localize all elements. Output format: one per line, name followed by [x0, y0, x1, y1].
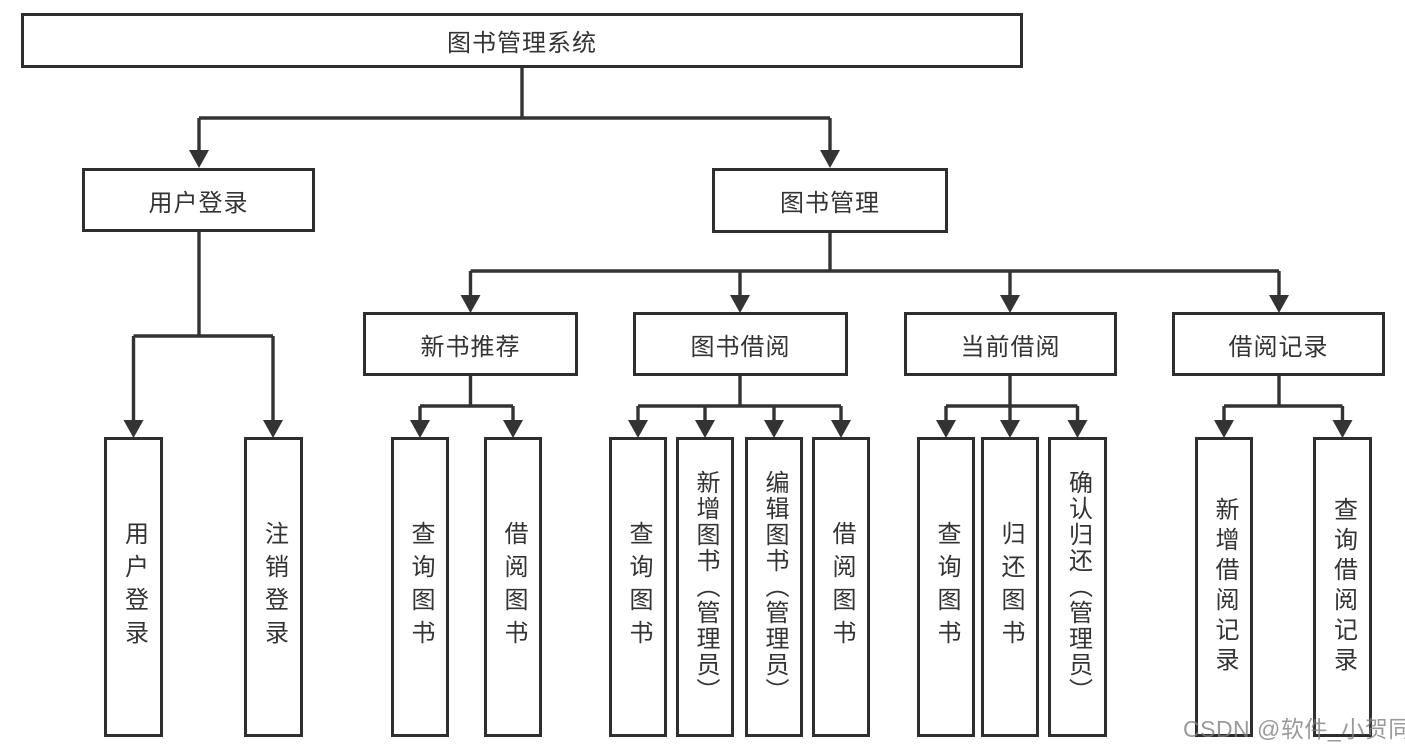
leaf-bb-add-book-admin: 新增图书（管理员） [676, 437, 734, 737]
leaf-br-add-record-label: 新增借阅记录 [1211, 497, 1238, 677]
leaf-bb-query-book: 查询图书 [609, 437, 667, 737]
leaf-bb-add-book-admin-label: 新增图书（管理员） [692, 470, 719, 704]
node-user-login: 用户登录 [82, 168, 315, 232]
node-root-label: 图书管理系统 [447, 30, 597, 57]
leaf-bb-borrow-book: 借阅图书 [812, 437, 870, 737]
leaf-cb-return-book-label: 归还图书 [997, 521, 1024, 653]
node-book-management-label: 图书管理 [780, 190, 880, 217]
leaf-bb-query-book-label: 查询图书 [625, 521, 652, 653]
leaf-nbr-borrow-book: 借阅图书 [484, 437, 542, 737]
node-current-borrow: 当前借阅 [904, 312, 1117, 376]
leaf-bb-borrow-book-label: 借阅图书 [828, 521, 855, 653]
leaf-nbr-query-book-label: 查询图书 [407, 521, 434, 653]
node-root: 图书管理系统 [21, 13, 1023, 68]
leaf-br-add-record: 新增借阅记录 [1195, 437, 1253, 737]
leaf-bb-edit-book-admin: 编辑图书（管理员） [745, 437, 803, 737]
node-borrow-records-label: 借阅记录 [1228, 333, 1329, 361]
leaf-br-query-record: 查询借阅记录 [1313, 437, 1372, 737]
leaf-cb-return-book: 归还图书 [981, 437, 1039, 737]
csdn-watermark: CSDN @软件_小贺同学 [1183, 716, 1405, 742]
node-new-book-recommend-label: 新书推荐 [420, 333, 521, 361]
leaf-bb-edit-book-admin-label: 编辑图书（管理员） [761, 470, 788, 704]
leaf-logout-label: 注销登录 [260, 521, 288, 653]
leaf-nbr-borrow-book-label: 借阅图书 [500, 521, 527, 653]
leaf-user-login: 用户登录 [104, 437, 163, 737]
leaf-logout: 注销登录 [244, 437, 303, 737]
node-new-book-recommend: 新书推荐 [363, 312, 578, 376]
node-book-borrow: 图书借阅 [633, 312, 848, 376]
leaf-cb-confirm-return-admin-label: 确认归还（管理员） [1064, 470, 1092, 704]
node-book-management: 图书管理 [712, 168, 948, 233]
node-borrow-records: 借阅记录 [1172, 312, 1385, 376]
node-book-borrow-label: 图书借阅 [690, 333, 791, 361]
node-current-borrow-label: 当前借阅 [960, 333, 1061, 361]
node-user-login-label: 用户登录 [148, 189, 249, 217]
leaf-cb-confirm-return-admin: 确认归还（管理员） [1048, 437, 1107, 737]
leaf-br-query-record-label: 查询借阅记录 [1329, 497, 1357, 677]
leaf-user-login-label: 用户登录 [120, 521, 148, 653]
leaf-cb-query-book-label: 查询图书 [933, 521, 960, 653]
leaf-cb-query-book: 查询图书 [917, 437, 975, 737]
leaf-nbr-query-book: 查询图书 [391, 437, 449, 737]
